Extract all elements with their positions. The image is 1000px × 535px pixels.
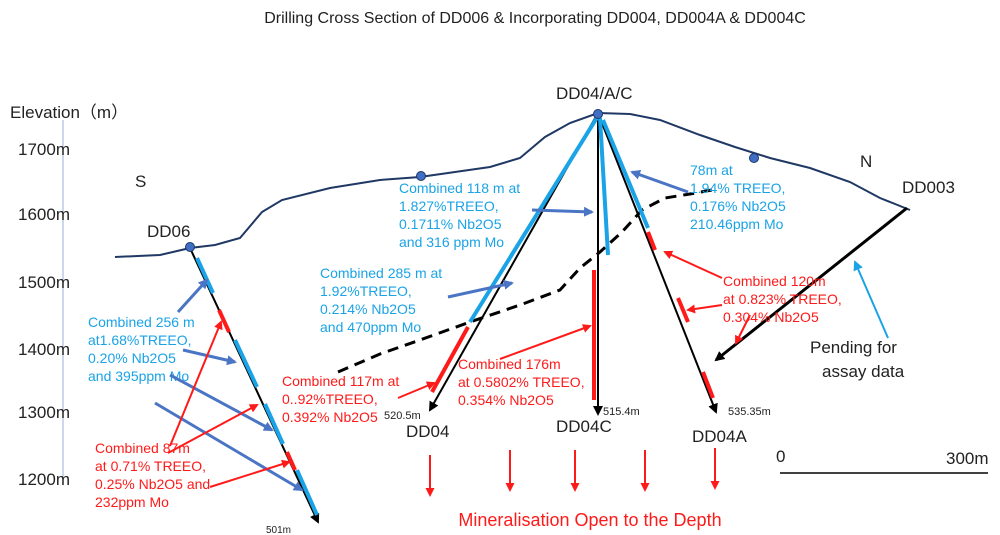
depth-dd04: 520.5m (384, 410, 421, 422)
svg-text:Combined 256 m: Combined 256 m (88, 314, 195, 330)
pending-note-line1: Pending for (810, 338, 897, 357)
svg-text:Combined 117m at: Combined 117m at (282, 373, 399, 389)
svg-text:at 0.71% TREEO,: at 0.71% TREEO, (95, 458, 206, 474)
tick-1700: 1700m (18, 140, 70, 159)
drillhole-dd04a (597, 112, 718, 414)
depth-dd06: 501m (266, 525, 291, 535)
svg-text:Combined 285 m at: Combined 285 m at (320, 265, 442, 281)
svg-text:0.1711% Nb2O5: 0.1711% Nb2O5 (399, 216, 502, 232)
svg-text:0.304% Nb2O5: 0.304% Nb2O5 (723, 309, 819, 325)
svg-text:1.92%TREEO,: 1.92%TREEO, (320, 283, 412, 299)
mineralisation-boundary (337, 188, 713, 374)
svg-text:and 395ppm Mo: and 395ppm Mo (88, 368, 189, 384)
annotation-78m: 78m at 1.94% TREEO, 0.176% Nb2O5 210.46p… (690, 162, 786, 232)
label-dd04-collar: DD04/A/C (556, 84, 633, 103)
tick-1600: 1600m (18, 205, 70, 224)
svg-text:0.354% Nb2O5: 0.354% Nb2O5 (458, 392, 554, 408)
ground-surface-line (114, 111, 911, 258)
footer-note: Mineralisation Open to the Depth (458, 510, 721, 530)
svg-text:at1.68%TREEO,: at1.68%TREEO, (88, 332, 192, 348)
tick-1300: 1300m (18, 403, 70, 422)
tick-1400: 1400m (18, 340, 70, 359)
svg-text:0.214% Nb2O5: 0.214% Nb2O5 (320, 301, 416, 317)
label-dd04: DD04 (406, 422, 449, 441)
svg-text:0.176% Nb2O5: 0.176% Nb2O5 (690, 198, 786, 214)
direction-south: S (135, 172, 146, 191)
svg-text:Combined 118 m at: Combined 118 m at (399, 180, 520, 196)
svg-text:and 470ppm Mo: and 470ppm Mo (320, 319, 421, 335)
collar-dd04 (593, 109, 603, 119)
scale-bar-end: 300m (946, 449, 989, 468)
label-dd06: DD06 (147, 222, 190, 241)
svg-text:Combined 120m: Combined 120m (723, 273, 826, 289)
pending-arrow (853, 260, 889, 339)
annotation-285m: Combined 285 m at 1.92%TREEO, 0.214% Nb2… (320, 265, 442, 335)
svg-text:Combined 87m: Combined 87m (95, 440, 190, 456)
annotation-117m: Combined 117m at 0..92%TREEO, 0.392% Nb2… (282, 373, 399, 425)
svg-text:78m at: 78m at (690, 162, 733, 178)
annotation-256m: Combined 256 m at1.68%TREEO, 0.20% Nb2O5… (88, 314, 195, 384)
svg-text:0.392% Nb2O5: 0.392% Nb2O5 (282, 409, 378, 425)
pending-note-line2: assay data (822, 362, 905, 381)
svg-text:0.25% Nb2O5 and: 0.25% Nb2O5 and (95, 476, 210, 492)
low-grade-intervals (217, 231, 715, 471)
svg-text:Combined 176m: Combined 176m (458, 356, 561, 372)
annotation-176m: Combined 176m at 0.5802% TREEO, 0.354% N… (458, 356, 585, 408)
svg-text:0..92%TREEO,: 0..92%TREEO, (282, 391, 378, 407)
svg-text:at 0.5802% TREEO,: at 0.5802% TREEO, (458, 374, 585, 390)
blue-pointer-arrows (154, 169, 689, 492)
annotation-120m: Combined 120m at 0.823% TREEO, 0.304% Nb… (723, 273, 842, 325)
direction-north: N (860, 152, 872, 171)
label-dd04c: DD04C (556, 417, 612, 436)
diagram-title: Drilling Cross Section of DD006 & Incorp… (264, 10, 806, 27)
label-dd003: DD003 (902, 178, 955, 197)
svg-text:1.827%TREEO,: 1.827%TREEO, (399, 198, 499, 214)
depth-dd04c: 515.4m (603, 406, 640, 418)
open-at-depth-arrows (425, 448, 720, 497)
red-pointer-arrows (167, 250, 751, 488)
label-dd04a: DD04A (692, 427, 747, 446)
svg-text:1.94% TREEO,: 1.94% TREEO, (690, 180, 785, 196)
svg-text:and 316 ppm Mo: and 316 ppm Mo (399, 234, 504, 250)
collar-marker-mid (416, 171, 426, 181)
annotation-87m: Combined 87m at 0.71% TREEO, 0.25% Nb2O5… (95, 440, 210, 510)
depth-dd04a: 535.35m (728, 406, 771, 418)
svg-text:232ppm Mo: 232ppm Mo (95, 494, 169, 510)
collar-marker-right (749, 153, 759, 163)
collar-dd06 (185, 242, 195, 252)
drillhole-dd003-planned (714, 206, 908, 362)
svg-text:0.20% Nb2O5: 0.20% Nb2O5 (88, 350, 176, 366)
tick-1200: 1200m (18, 470, 70, 489)
elevation-axis-label: Elevation（m） (10, 103, 128, 122)
scale-bar-start: 0 (776, 447, 785, 466)
tick-1500: 1500m (18, 273, 70, 292)
svg-text:210.46ppm Mo: 210.46ppm Mo (690, 216, 784, 232)
svg-text:at 0.823% TREEO,: at 0.823% TREEO, (723, 291, 842, 307)
annotation-118m: Combined 118 m at 1.827%TREEO, 0.1711% N… (399, 180, 520, 250)
